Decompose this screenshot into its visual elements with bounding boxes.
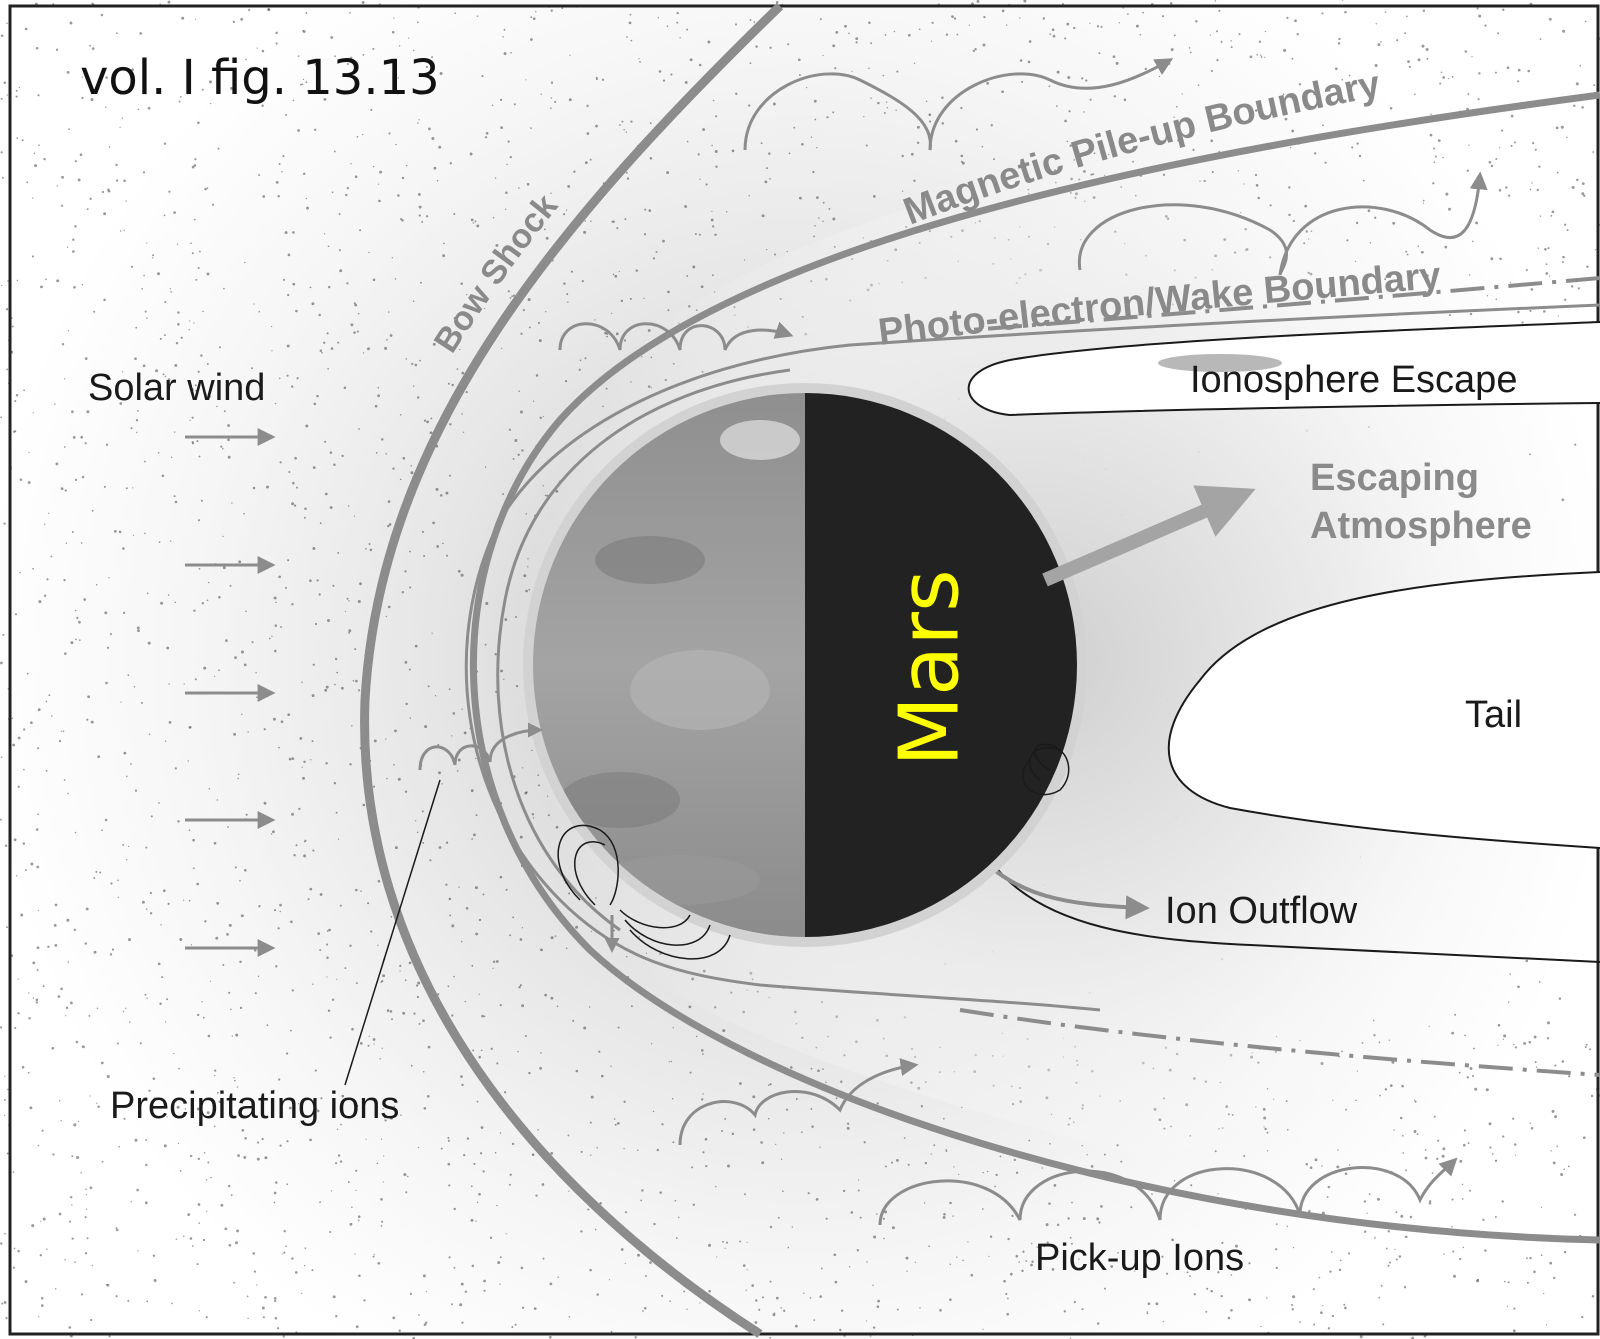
escaping-atmosphere-label-line1: Escaping <box>1310 457 1479 499</box>
ionosphere-escape-lobe <box>967 321 1600 417</box>
wake-boundary-lower-curve <box>959 1008 1600 1077</box>
figure-caption: vol. I fig. 13.13 <box>80 50 440 106</box>
escaping-atmosphere-arrow <box>1042 485 1256 587</box>
ion-outflow-label: Ion Outflow <box>1165 890 1358 932</box>
precipitating-ions-path <box>418 722 543 771</box>
crustal-field-loops <box>557 743 1070 960</box>
gyration-arcs-upper <box>743 58 1174 151</box>
precipitating-ions-label: Precipitating ions <box>110 1085 399 1127</box>
magnetic-pileup-boundary-curve <box>469 91 1600 1244</box>
tail-label: Tail <box>1465 694 1522 736</box>
ionosphere-escape-blob <box>1158 354 1282 372</box>
escaping-atmosphere-label-line2: Atmosphere <box>1310 505 1532 547</box>
pick-up-ions-label: Pick-up Ions <box>1035 1237 1244 1279</box>
ionopause-envelope <box>464 303 1600 1012</box>
photo-electron-wake-boundary-curve <box>969 276 1600 332</box>
gyration-arcs-mpb-interior <box>1077 171 1488 276</box>
precipitating-ions-leader <box>344 779 441 1086</box>
gyration-arcs-pickup <box>878 1157 1458 1226</box>
ion-outflow-band <box>989 859 1600 963</box>
solar-wind-label: Solar wind <box>88 367 265 409</box>
gyration-arcs-lower-sheath <box>678 1058 919 1146</box>
bow-shock-curve <box>360 2 784 1338</box>
ionosphere-escape-label: Ionosphere Escape <box>1190 359 1517 401</box>
gyration-arcs-sheath-top <box>558 321 794 351</box>
mars-label: Mars <box>882 569 977 766</box>
inner-envelope <box>496 368 791 932</box>
tail-region <box>1167 571 1600 849</box>
solar-wind-arrows <box>185 428 276 957</box>
